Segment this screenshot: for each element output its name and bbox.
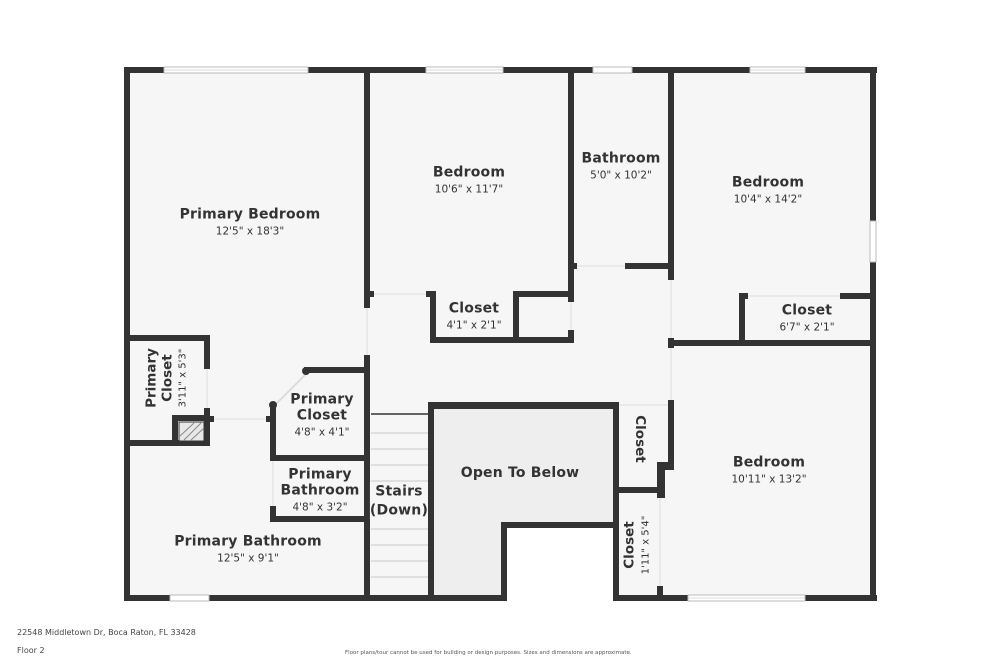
room-dimensions: 10'11" x 13'2" <box>731 473 807 486</box>
room-name-line2: Closet <box>159 354 176 402</box>
open-to-below-area <box>433 407 614 596</box>
floor-label: Floor 2 <box>17 646 45 655</box>
room-name: Closet <box>631 415 648 463</box>
room-name: Bedroom <box>732 454 806 471</box>
room-closet-2: Closet 6'7" x 2'1" <box>779 302 834 333</box>
exterior-notch <box>506 526 614 601</box>
room-name: Closet <box>621 521 638 569</box>
room-name: Primary Bathroom <box>174 533 322 550</box>
room-name-line1: Primary <box>143 348 160 408</box>
room-name-line1: Primary <box>290 391 354 408</box>
room-primary-closet-1: Primary Closet 3'11" x 5'3" <box>143 348 190 408</box>
room-dimensions: 4'8" x 4'1" <box>294 426 350 439</box>
room-dimensions: 6'7" x 2'1" <box>779 321 835 334</box>
walls <box>124 67 877 601</box>
room-dimensions: 10'4" x 14'2" <box>733 193 803 206</box>
room-closet-3: Closet <box>631 415 648 463</box>
room-dimensions: 1'11" x 5'4" <box>640 515 652 575</box>
room-name: Open To Below <box>460 464 580 481</box>
room-primary-bathroom: Primary Bathroom 12'5" x 9'1" <box>174 533 322 564</box>
door-openings <box>206 265 840 586</box>
room-name-line2: Closet <box>296 407 348 424</box>
room-name-line1: Stairs <box>375 483 423 500</box>
disclaimer: Floor plans/tour cannot be used for buil… <box>345 650 632 656</box>
room-closet-1: Closet 4'1" x 2'1" <box>446 300 501 331</box>
room-dimensions: 4'8" x 3'2" <box>292 501 348 514</box>
room-name-line2: Bathroom <box>280 482 360 499</box>
room-name: Bathroom <box>581 150 661 167</box>
room-primary-bathroom-small: Primary Bathroom 4'8" x 3'2" <box>280 466 359 513</box>
room-stairs: Stairs (Down) <box>369 482 429 520</box>
room-name: Closet <box>781 302 833 319</box>
room-dimensions: 3'11" x 5'3" <box>177 348 189 408</box>
room-primary-bedroom: Primary Bedroom 12'5" x 18'3" <box>180 206 321 237</box>
room-dimensions: 12'5" x 9'1" <box>217 552 279 565</box>
room-name: Bedroom <box>731 174 805 191</box>
room-dimensions: 10'6" x 11'7" <box>434 183 504 196</box>
room-primary-closet-2: Primary Closet 4'8" x 4'1" <box>290 391 353 438</box>
room-name: Bedroom <box>432 164 506 181</box>
room-bedroom-2: Bedroom 10'4" x 14'2" <box>732 174 804 205</box>
room-dimensions: 5'0" x 10'2" <box>590 169 652 182</box>
room-dimensions: 12'5" x 18'3" <box>215 225 285 238</box>
room-name-line2: (Down) <box>369 502 429 519</box>
room-name: Closet <box>448 300 500 317</box>
room-dimensions: 4'1" x 2'1" <box>446 319 502 332</box>
room-bathroom: Bathroom 5'0" x 10'2" <box>581 150 660 181</box>
room-bedroom-1: Bedroom 10'6" x 11'7" <box>433 164 505 195</box>
room-open-to-below: Open To Below <box>461 465 580 481</box>
hatched-chase <box>178 421 205 442</box>
room-closet-4: Closet 1'11" x 5'4" <box>621 515 652 575</box>
room-bedroom-3: Bedroom 10'11" x 13'2" <box>731 454 806 485</box>
property-address: 22548 Middletown Dr, Boca Raton, FL 3342… <box>17 628 196 637</box>
room-name: Primary Bedroom <box>179 206 321 223</box>
room-name-line1: Primary <box>288 466 352 483</box>
diagonal-door-opening <box>275 373 307 405</box>
